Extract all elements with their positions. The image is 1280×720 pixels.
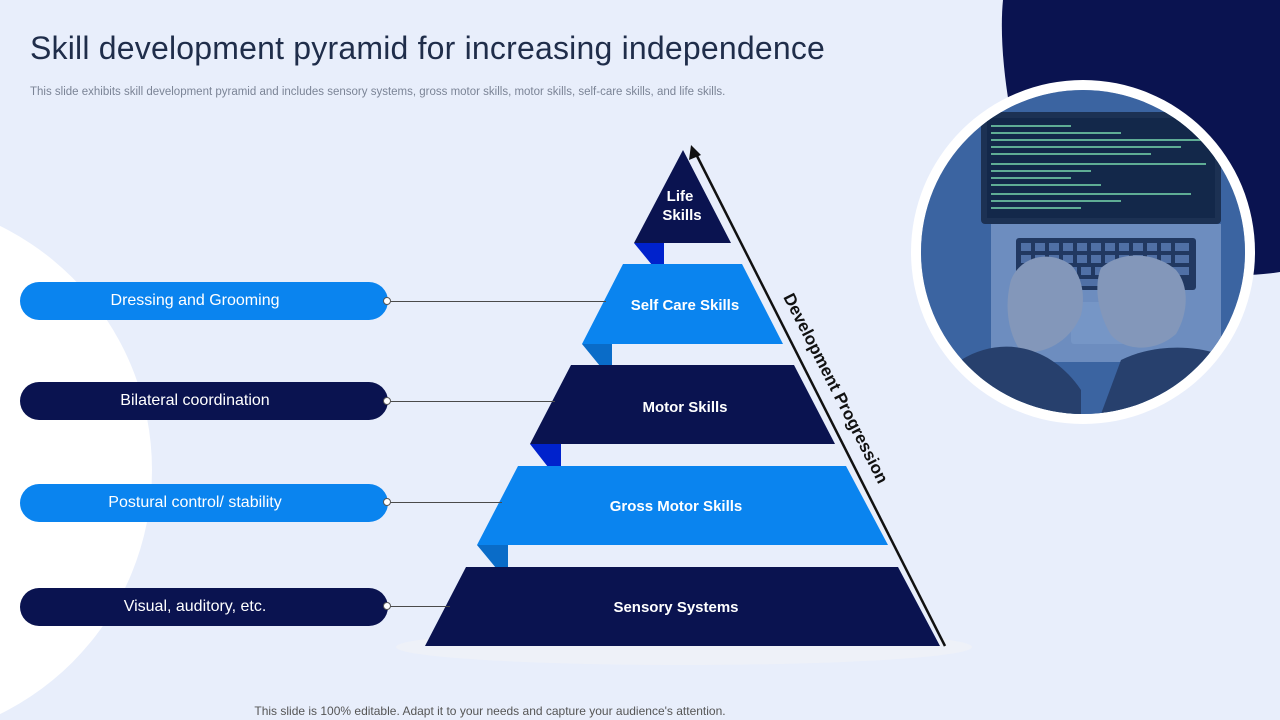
connector-line [390, 301, 606, 302]
fold-2 [582, 344, 612, 366]
label-life-line1: Life [667, 188, 694, 205]
laptop-photo [921, 90, 1245, 414]
pyramid-level-self-care [582, 264, 783, 344]
progression-arrow-line [693, 151, 947, 647]
label-motor: Motor Skills [642, 399, 727, 416]
label-gross-motor: Gross Motor Skills [610, 498, 743, 515]
connector-dot [383, 297, 391, 305]
connector-dot [383, 602, 391, 610]
fold-4 [477, 545, 508, 568]
pill-label: Dressing and Grooming [110, 292, 280, 309]
pill-visual-auditory: Visual, auditory, etc. [20, 588, 388, 626]
connector-line [390, 401, 555, 402]
pill-postural-control: Postural control/ stability [20, 484, 388, 522]
label-self-care: Self Care Skills [631, 297, 739, 314]
connector-dot [383, 397, 391, 405]
label-sensory: Sensory Systems [613, 599, 738, 616]
pyramid-level-life-skills [634, 150, 731, 243]
page-subtitle: This slide exhibits skill development py… [30, 86, 726, 98]
label-life-line2: Skills [662, 207, 701, 224]
laptop-photo-frame [911, 80, 1255, 424]
pill-label: Visual, auditory, etc. [123, 598, 267, 615]
connector-line [390, 606, 450, 607]
pyramid-level-motor [530, 365, 835, 444]
pill-label: Postural control/ stability [108, 494, 282, 511]
progression-arrow-head [689, 145, 701, 160]
pill-label: Bilateral coordination [120, 392, 270, 409]
fold-1 [634, 243, 664, 265]
pill-dressing-grooming: Dressing and Grooming [20, 282, 388, 320]
page-title: Skill development pyramid for increasing… [30, 30, 826, 66]
connector-dot [383, 498, 391, 506]
connector-line [390, 502, 502, 503]
pill-bilateral-coordination: Bilateral coordination [20, 382, 388, 420]
laptop-photo-illustration [921, 90, 1245, 414]
fold-3 [530, 444, 561, 467]
pyramid-level-sensory [425, 567, 940, 646]
footer-note: This slide is 100% editable. Adapt it to… [254, 704, 726, 718]
pyramid-level-gross-motor [477, 466, 888, 545]
